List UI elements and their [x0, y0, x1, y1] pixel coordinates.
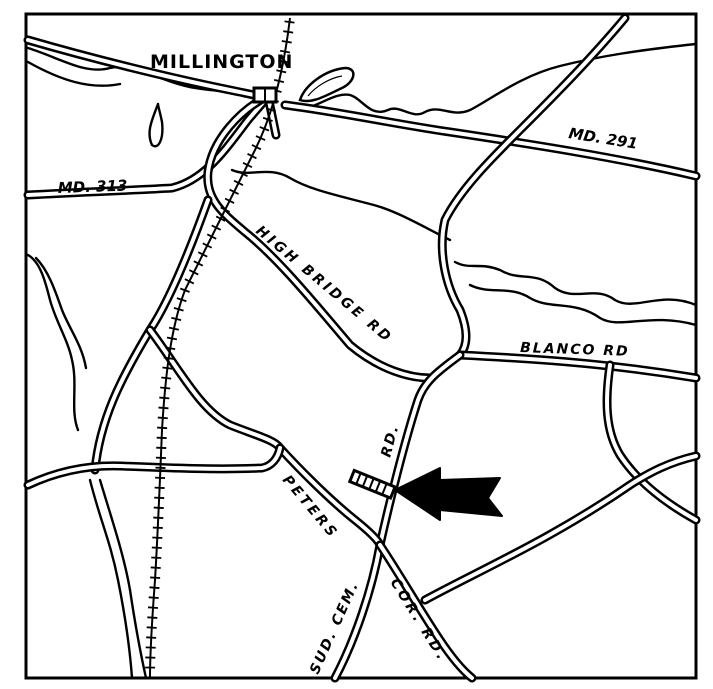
railroad-track: [144, 17, 295, 679]
railroad-tie: [193, 260, 204, 267]
railroad-tie: [165, 346, 176, 351]
railroad-tie: [161, 376, 172, 380]
stream-middle: [230, 168, 452, 242]
railroad-tie: [220, 206, 231, 213]
railroad-tie: [279, 49, 291, 54]
pond-icon: [298, 66, 355, 103]
roads: [23, 13, 701, 683]
railroad-tie: [259, 126, 270, 132]
railroad-tie: [162, 366, 173, 370]
railroad-tie: [238, 170, 248, 178]
railroad-tie: [262, 116, 273, 122]
arrow-icon: [394, 467, 503, 521]
railroad-tie: [278, 59, 289, 64]
railroad-tie: [159, 396, 170, 400]
railroad-tie: [197, 251, 208, 258]
railroad-tie: [233, 179, 244, 186]
railroad-tie: [158, 406, 169, 410]
railroad-tie: [229, 188, 239, 195]
blanco-rd-label: BLANCO RD: [520, 340, 630, 360]
railroad-tie: [273, 78, 285, 84]
railroad-tie: [151, 556, 162, 559]
railroad-tie: [276, 69, 287, 74]
railroad-tie: [157, 426, 168, 430]
railroad-tie: [157, 416, 168, 420]
railroad-tie: [163, 356, 174, 360]
town-center-icon: [252, 86, 278, 104]
building-icon: [347, 468, 397, 500]
railroad-tie: [202, 242, 213, 249]
railroad-tie: [148, 596, 159, 599]
town-label: MILLINGTON: [150, 51, 293, 73]
railroad-tie: [147, 616, 158, 619]
railroad-tie: [173, 307, 184, 312]
railroad-tie: [284, 20, 295, 24]
stream-west: [26, 253, 80, 432]
railroad-tie: [215, 215, 226, 222]
railroad-tie: [283, 30, 294, 34]
railroad-tie: [160, 386, 171, 390]
map-border: [24, 12, 698, 680]
railroad-tie: [146, 636, 157, 639]
railroad-tie: [224, 197, 235, 204]
high-bridge-rd-label: HIGH BRIDGE RD: [252, 223, 395, 347]
railroad-tie: [146, 626, 157, 629]
railroad-tie: [150, 566, 161, 569]
railroad-tie: [166, 336, 178, 341]
railroad-tie: [211, 224, 222, 231]
railroad-tie: [206, 233, 217, 240]
railroad-tie: [168, 326, 180, 331]
railroad-tie: [184, 278, 195, 285]
railroad-tie: [176, 297, 187, 303]
railroad-tie: [171, 316, 182, 321]
railroad-tie: [188, 269, 199, 276]
railroad-tie: [242, 161, 253, 169]
railroad-tie: [251, 144, 262, 151]
railroad-tie: [151, 546, 162, 549]
railroad-tie: [150, 576, 161, 579]
railroad-tie: [147, 606, 159, 609]
railroad-tie: [255, 135, 266, 141]
railroad-tie: [281, 40, 292, 44]
railroad-tie: [265, 107, 277, 113]
stream-east: [453, 260, 698, 307]
railroad-tie: [179, 287, 190, 293]
md313-label: MD. 313: [58, 177, 128, 197]
railroad-tie: [152, 536, 163, 539]
railroad-tie: [149, 586, 160, 589]
stream-northeast: [298, 42, 698, 116]
railroad-tie: [247, 153, 257, 160]
